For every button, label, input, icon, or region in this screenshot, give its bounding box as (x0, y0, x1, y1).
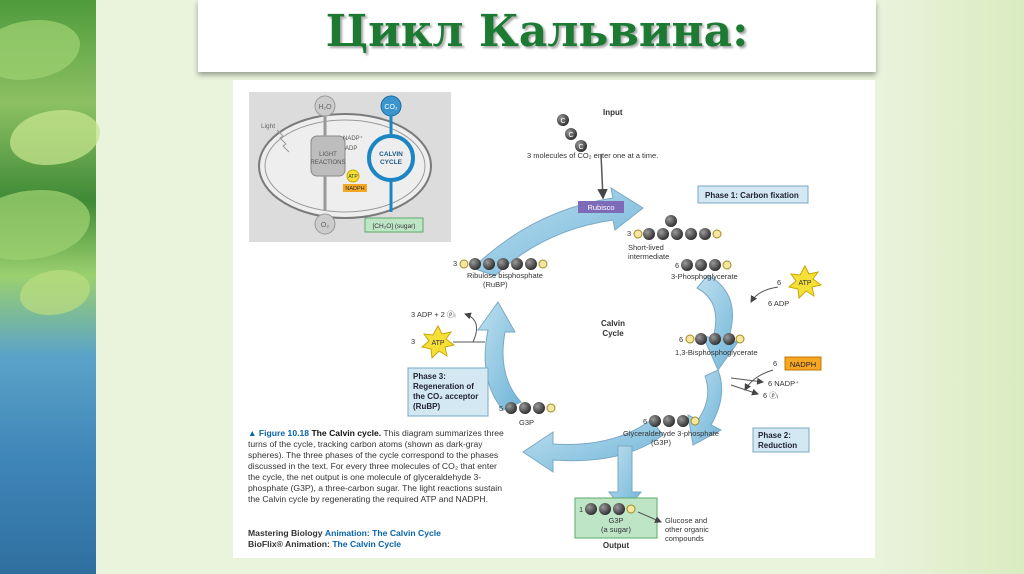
output-g3p-molecule: 1 (579, 503, 636, 515)
carbon-atom: C (578, 144, 583, 151)
phase3-label-3: the CO₂ acceptor (413, 392, 478, 401)
adp3-label: 3 ADP + 2 ⓟᵢ (411, 310, 456, 319)
caption-text: This diagram summarizes three turns of t… (248, 428, 504, 504)
g3p-label-1: Glyceraldehyde 3-phosphate (623, 429, 719, 438)
caption-title: The Calvin cycle. (311, 428, 382, 438)
inset-sugar: [CH₂O] (sugar) (373, 223, 416, 230)
inset-atp: ATP (348, 174, 358, 180)
phase3-label-2: Regeneration of (413, 382, 474, 391)
bioflix-link[interactable]: The Calvin Cycle (332, 539, 402, 549)
inset-adp: ADP (345, 146, 357, 152)
figure-caption: ▲ Figure 10.18 The Calvin cycle. This di… (248, 428, 508, 505)
bpg-count: 6 (679, 335, 683, 344)
glucose-label-3: compounds (665, 534, 704, 543)
inset-co2: CO₂ (384, 104, 398, 111)
calvin-label-2: Cycle (602, 329, 624, 338)
intermediate-count: 3 (627, 229, 631, 238)
chloroplast-inset: LIGHT REACTIONS CALVIN CYCLE H₂O CO₂ Lig… (249, 92, 451, 242)
mastering-links: Mastering Biology Animation: The Calvin … (248, 528, 441, 550)
rubp-label-2: (RuBP) (483, 280, 508, 289)
inset-calvin-2: CYCLE (380, 159, 403, 166)
nadph-count: 6 (773, 359, 777, 368)
inset-light-reactions-2: REACTIONS (310, 160, 345, 166)
g3p5-count: 5 (499, 404, 503, 413)
g3p5-molecule: 5 (499, 402, 556, 414)
bioflix-label: BioFlix® Animation: (248, 539, 330, 549)
phase3-label-4: (RuBP) (413, 402, 440, 411)
carbon-atom: C (560, 118, 565, 125)
glucose-label-1: Glucose and (665, 516, 707, 525)
output-count: 1 (579, 505, 583, 514)
mastering-biology-label: Mastering Biology (248, 528, 323, 538)
caption-figure-number: ▲ Figure 10.18 (248, 428, 310, 438)
atp-count-1: 6 (777, 278, 781, 287)
title-banner: Цикл Кальвина: (198, 0, 876, 72)
pga-label: 3-Phosphoglycerate (671, 272, 738, 281)
rubp-molecule: 3 (453, 258, 548, 270)
background-right (874, 0, 1024, 574)
slide-title: Цикл Кальвина: (325, 6, 749, 57)
phase2-label-1: Phase 2: (758, 431, 791, 440)
intermediate-label-2: intermediate (628, 252, 669, 261)
inset-light-reactions-1: LIGHT (319, 152, 337, 158)
output-label: Output (603, 541, 630, 550)
bpg-molecule: 6 (679, 333, 745, 345)
atp-star-1: ATP (798, 280, 811, 287)
calvin-cycle-figure: LIGHT REACTIONS CALVIN CYCLE H₂O CO₂ Lig… (233, 80, 875, 558)
rubp-label-1: Ribulose bisphosphate (467, 271, 543, 280)
pga-molecule: 6 (675, 259, 732, 271)
mastering-biology-link[interactable]: Animation: The Calvin Cycle (324, 528, 441, 538)
leaf-background (0, 0, 100, 574)
intermediate-molecule: 3 (627, 215, 722, 240)
input-desc: 3 molecules of CO₂ enter one at a time. (527, 151, 658, 160)
g3p5-label: G3P (519, 418, 534, 427)
inset-o2: O₂ (321, 222, 329, 229)
bpg-label: 1,3-Bisphosphoglycerate (675, 348, 758, 357)
pi-6-label: 6 ⓟᵢ (763, 391, 778, 400)
glucose-label-2: other organic (665, 525, 709, 534)
input-co2-molecules: C C C (557, 114, 587, 152)
phase1-label: Phase 1: Carbon fixation (705, 191, 799, 200)
pga-count: 6 (675, 261, 679, 270)
rubp-count: 3 (453, 259, 457, 268)
carbon-atom: C (568, 132, 573, 139)
calvin-label-1: Calvin (601, 319, 625, 328)
calvin-cycle-diagram: LIGHT REACTIONS CALVIN CYCLE H₂O CO₂ Lig… (249, 92, 823, 550)
atp3-count: 3 (411, 337, 415, 346)
inset-nadp: NADP⁺ (343, 135, 363, 142)
input-label: Input (603, 108, 623, 117)
g3p-count: 6 (643, 417, 647, 426)
inset-light: Light (261, 123, 275, 130)
output-sugar-label: (a sugar) (601, 525, 632, 534)
nadp-6-label: 6 NADP⁺ (768, 379, 799, 388)
g3p6-molecule: 6 (643, 415, 700, 427)
output-g3p-label: G3P (608, 516, 623, 525)
adp-6-label: 6 ADP (768, 299, 789, 308)
rubisco-label: Rubisco (587, 203, 614, 212)
g3p-label-2: (G3P) (651, 438, 672, 447)
intermediate-label-1: Short-lived (628, 243, 664, 252)
inset-nadph: NADPH (345, 186, 364, 192)
inset-h2o: H₂O (318, 104, 332, 111)
inset-calvin-1: CALVIN (379, 151, 403, 158)
nadph-label: NADPH (790, 360, 816, 369)
phase2-label-2: Reduction (758, 441, 797, 450)
atp-star-3: ATP (431, 340, 444, 347)
phase3-label-1: Phase 3: (413, 372, 446, 381)
